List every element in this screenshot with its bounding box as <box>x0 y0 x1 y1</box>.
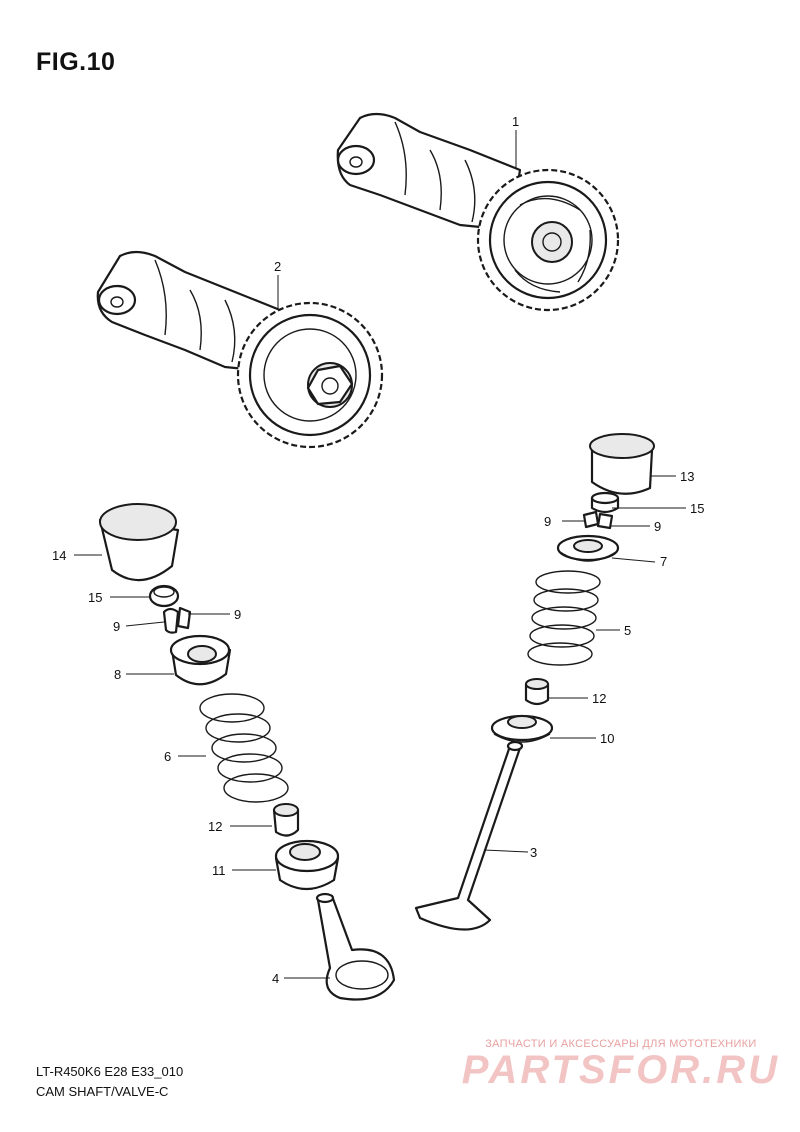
camshaft-2[interactable] <box>96 250 384 449</box>
spring-seat-11[interactable] <box>274 839 340 891</box>
spring-6[interactable] <box>199 693 289 803</box>
camshaft-1[interactable] <box>336 112 620 312</box>
retainer-8[interactable] <box>169 634 232 686</box>
callout-6: 6 <box>164 749 171 764</box>
cotter-9-right[interactable] <box>582 510 614 530</box>
shim-15-left[interactable] <box>148 584 180 608</box>
figure-title: FIG.10 <box>36 48 116 76</box>
cotter-9-left[interactable] <box>162 606 192 634</box>
callout-15-right: 15 <box>690 501 704 516</box>
callout-4: 4 <box>272 971 279 986</box>
callout-8: 8 <box>114 667 121 682</box>
callout-15-left: 15 <box>88 590 102 605</box>
callout-9-left-a: 9 <box>234 607 241 622</box>
callout-9-left-b: 9 <box>113 619 120 634</box>
tappet-13[interactable] <box>589 433 655 495</box>
valve-4[interactable] <box>315 892 396 1001</box>
callout-10: 10 <box>600 731 614 746</box>
watermark-brand: PARTSFOR.RU <box>461 1048 780 1092</box>
valve-3[interactable] <box>414 740 524 931</box>
callout-2: 2 <box>274 259 281 274</box>
callout-5: 5 <box>624 623 631 638</box>
stem-seal-12-left[interactable] <box>272 803 300 837</box>
diagram-footer: LT-R450K6 E28 E33_010 CAM SHAFT/VALVE-C <box>36 1062 183 1102</box>
diagram-caption: CAM SHAFT/VALVE-C <box>36 1084 169 1099</box>
stem-seal-12-right[interactable] <box>524 678 550 706</box>
leader-lines <box>74 130 686 979</box>
spring-seat-10[interactable] <box>490 714 554 743</box>
callout-12-left: 12 <box>208 819 222 834</box>
tappet-14[interactable] <box>98 503 180 582</box>
model-code: LT-R450K6 E28 E33_010 <box>36 1064 184 1079</box>
callout-1: 1 <box>512 114 519 129</box>
callout-14: 14 <box>52 548 66 563</box>
shim-15-right[interactable] <box>590 491 620 514</box>
watermark-tagline: ЗАПЧАСТИ И АКСЕССУАРЫ ДЛЯ МОТОТЕХНИКИ <box>485 1038 757 1050</box>
callout-12-right: 12 <box>592 691 606 706</box>
spring-5[interactable] <box>527 570 601 666</box>
callout-9-right-b: 9 <box>654 519 661 534</box>
callout-7: 7 <box>660 554 667 569</box>
callout-3: 3 <box>530 845 537 860</box>
watermark: ЗАПЧАСТИ И АКСЕССУАРЫ ДЛЯ МОТОТЕХНИКИ PA… <box>462 1038 780 1090</box>
retainer-7[interactable] <box>556 534 620 562</box>
callout-9-right-a: 9 <box>544 514 551 529</box>
callout-13: 13 <box>680 469 694 484</box>
callout-11: 11 <box>212 863 226 878</box>
